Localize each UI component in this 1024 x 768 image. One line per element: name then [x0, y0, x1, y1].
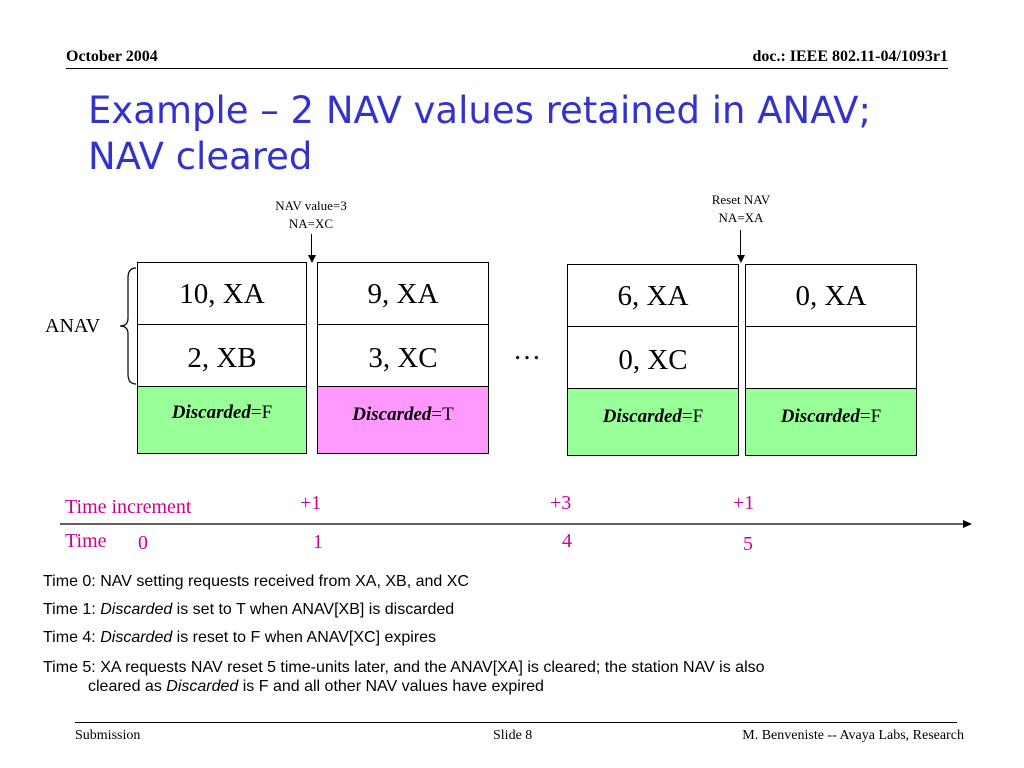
note-time-4-suffix: is reset to F when ANAV[XC] expires [172, 629, 437, 646]
note-time-0: Time 0: NAV setting requests received fr… [43, 573, 469, 590]
snapshot-4-top-entry: 0, XA [746, 265, 916, 327]
snapshot-3: 6, XA 0, XC Discarded=F [567, 264, 739, 456]
snapshot-4-discarded-value: =F [859, 406, 882, 427]
snapshot-2-discarded-value: =T [431, 404, 454, 425]
annotation-arrow-left-shaft [311, 234, 312, 256]
time-value-4: 4 [562, 530, 572, 552]
snapshot-4: 0, XA Discarded=F [745, 264, 917, 456]
snapshot-3-discarded-word: Discarded [602, 406, 682, 427]
footer-submission: Submission [75, 728, 141, 743]
annotation-nav-value-line-1: NAV value=3 [275, 198, 347, 213]
time-label: Time [65, 530, 107, 552]
snapshot-3-top-entry: 6, XA [568, 265, 738, 327]
snapshot-4-discarded-flag: Discarded=F [746, 389, 916, 455]
snapshot-3-second-entry: 0, XC [568, 327, 738, 389]
snapshot-4-discarded-word: Discarded [780, 406, 860, 427]
time-value-5: 5 [743, 533, 753, 555]
footer-author: M. Benveniste -- Avaya Labs, Research [742, 728, 964, 743]
snapshot-2: 9, XA 3, XC Discarded=T [317, 262, 489, 454]
snapshot-1-discarded-value: =F [250, 402, 273, 423]
time-value-0: 0 [138, 532, 148, 554]
snapshot-2-discarded-word: Discarded [352, 404, 432, 425]
note-time-4-prefix: Time 4: [43, 629, 101, 646]
snapshot-2-top-entry: 9, XA [318, 263, 488, 325]
annotation-reset-nav-line-1: Reset NAV [711, 192, 771, 207]
ellipsis: … [513, 335, 541, 366]
anav-label: ANAV [45, 315, 101, 337]
slide-title-line-1: Example – 2 NAV values retained in ANAV; [88, 89, 871, 132]
time-value-1: 1 [313, 531, 323, 553]
slide-title-line-2: NAV cleared [88, 135, 313, 178]
header-doc-id: doc.: IEEE 802.11-04/1093r1 [752, 48, 948, 65]
note-time-4-discarded: Discarded [100, 629, 173, 646]
snapshot-1-top-entry: 10, XA [138, 263, 306, 325]
note-time-5-line-1: Time 5: XA requests NAV reset 5 time-uni… [43, 659, 765, 676]
snapshot-2-second-entry: 3, XC [318, 325, 488, 387]
annotation-arrow-left-head [308, 255, 316, 263]
footer-divider [75, 722, 957, 723]
note-time-1-prefix: Time 1: [43, 601, 101, 618]
note-time-4: Time 4: Discarded is reset to F when ANA… [43, 628, 436, 647]
snapshot-3-discarded-value: =F [681, 406, 704, 427]
time-increment-2: +3 [550, 492, 572, 514]
annotation-arrow-right-head [737, 255, 745, 263]
annotation-arrow-right-shaft [740, 230, 741, 256]
note-time-1-suffix: is set to T when ANAV[XB] is discarded [172, 601, 455, 618]
footer-slide-number: Slide 8 [493, 728, 533, 743]
note-time-5-line-2-prefix: cleared as [88, 678, 167, 695]
note-time-5-line-2-suffix: is F and all other NAV values have expir… [238, 678, 544, 695]
note-time-5-line-2: cleared as Discarded is F and all other … [43, 677, 973, 696]
annotation-nav-value: NAV value=3 NA=XC [246, 197, 376, 233]
note-time-1: Time 1: Discarded is set to T when ANAV[… [43, 600, 454, 619]
snapshot-3-discarded-flag: Discarded=F [568, 389, 738, 455]
annotation-reset-nav-line-2: NA=XA [718, 210, 764, 225]
note-time-5-discarded: Discarded [166, 678, 239, 695]
time-increment-label: Time increment [65, 496, 192, 518]
note-time-5: Time 5: XA requests NAV reset 5 time-uni… [43, 658, 973, 696]
anav-brace [119, 267, 137, 385]
snapshot-1-second-entry: 2, XB [138, 325, 306, 387]
time-increment-3: +1 [733, 492, 755, 514]
slide-title: Example – 2 NAV values retained in ANAV;… [88, 88, 968, 180]
note-time-1-discarded: Discarded [100, 601, 173, 618]
snapshot-1-discarded-word: Discarded [171, 402, 251, 423]
header-divider [66, 68, 948, 69]
snapshot-4-second-entry [746, 327, 916, 389]
header-date: October 2004 [66, 48, 158, 65]
snapshot-1-discarded-flag: Discarded=F [138, 387, 306, 453]
time-increment-1: +1 [300, 492, 322, 514]
snapshot-2-discarded-flag: Discarded=T [318, 387, 488, 453]
timeline-axis [60, 520, 972, 528]
annotation-nav-value-line-2: NA=XC [288, 216, 334, 231]
annotation-reset-nav: Reset NAV NA=XA [676, 191, 806, 227]
snapshot-1: 10, XA 2, XB Discarded=F [137, 262, 307, 454]
